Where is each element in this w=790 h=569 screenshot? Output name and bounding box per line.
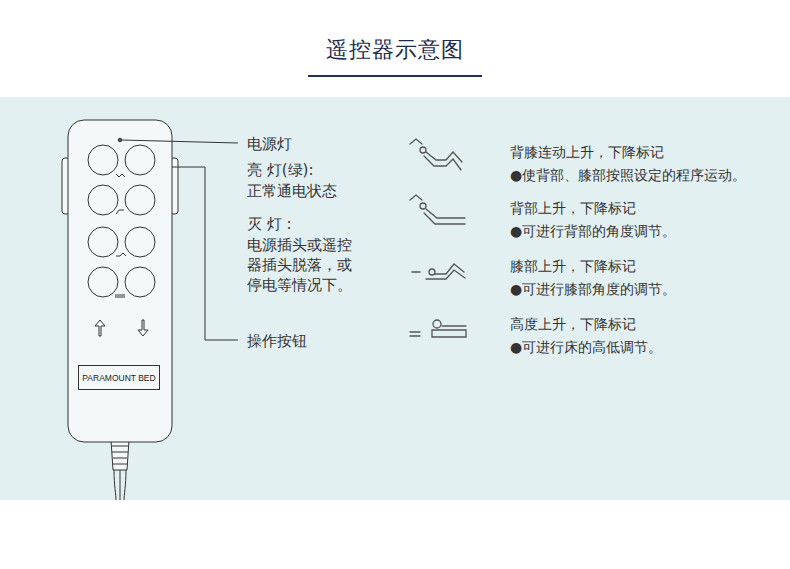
button-note: ●可进行膝部角度的调节。 <box>510 280 676 299</box>
button-note: ●可进行床的高低调节。 <box>510 338 662 357</box>
callout-label: 电源灯 <box>247 134 292 154</box>
button-heading: 高度上升，下降标记 <box>510 315 636 334</box>
callout-label: 操作按钮 <box>247 331 307 351</box>
name-plate: PARAMOUNT BED <box>78 365 160 390</box>
status-text: 电源插头或遥控器插头脱落，或停电等情况下。 <box>247 235 365 295</box>
status-heading: 灭 灯 : <box>247 214 292 234</box>
button-note: ●可进行背部的角度调节。 <box>510 222 676 241</box>
button-heading: 背膝连动上升，下降标记 <box>510 143 664 162</box>
diagram-title: 遥控器示意图 <box>326 40 464 60</box>
button-note: ●使背部、膝部按照设定的程序运动。 <box>510 166 746 185</box>
brand-text: PARAMOUNT BED <box>82 373 155 383</box>
button-heading: 膝部上升，下降标记 <box>510 257 636 276</box>
status-heading: 亮 灯(绿): <box>247 160 314 180</box>
status-text: 正常通电状态 <box>247 181 337 201</box>
button-heading: 背部上升，下降标记 <box>510 199 636 218</box>
